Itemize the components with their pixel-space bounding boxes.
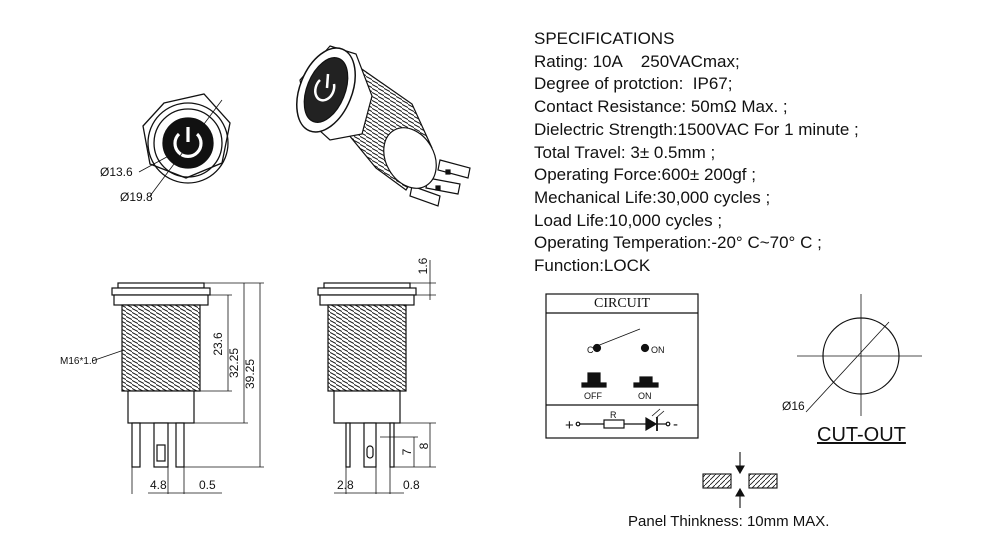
cutout-diameter: Ø16 <box>782 399 805 413</box>
nut-front <box>113 294 209 306</box>
leader-line-inner <box>138 151 177 173</box>
hex-nut-outline <box>142 93 231 179</box>
power-symbol-3d-icon <box>314 73 336 102</box>
thread-leader <box>91 349 125 362</box>
contact-c-dot <box>592 343 602 353</box>
spec-operating-temperature: Operating Temperation:-20° C~70° C ; <box>534 233 822 253</box>
body-base-front <box>127 390 195 424</box>
panel-thickness-note: Panel Thinkness: 10mm MAX. <box>628 513 830 530</box>
minus-terminal: - <box>673 416 678 433</box>
spec-mechanical-life: Mechanical Life:30,000 cycles ; <box>534 187 771 207</box>
pin-right-profile <box>389 422 395 468</box>
bezel-top <box>117 282 205 289</box>
dim-outer-diameter: Ø19.8 <box>120 190 153 204</box>
pin-left-front <box>131 422 141 468</box>
circuit-on-label: ON <box>651 345 665 355</box>
cutout-leader <box>805 321 890 413</box>
specifications-heading: SPECIFICATIONS <box>534 29 675 48</box>
isometric-view <box>296 45 471 207</box>
circuit-c-label: C <box>587 345 594 355</box>
dim-0-8: 0.8 <box>403 478 420 492</box>
side-view-profile <box>317 260 436 494</box>
button-3d <box>303 57 349 123</box>
on-caption: ON <box>638 391 652 401</box>
spec-function: Function:LOCK <box>534 256 651 276</box>
off-caption: OFF <box>584 391 602 401</box>
bezel-ring <box>153 108 223 178</box>
dim-32-25: 32.25 <box>227 348 241 378</box>
body-rear-end <box>383 127 437 189</box>
resistor-icon <box>603 419 625 429</box>
cutout-drawing <box>797 294 922 416</box>
panel-section <box>702 452 778 508</box>
dim-8: 8 <box>417 442 431 449</box>
dim-39-25: 39.25 <box>243 359 257 389</box>
thread-front <box>121 304 201 392</box>
bezel-outer <box>147 102 229 184</box>
plus-terminal: + <box>565 417 574 434</box>
pin-left-profile <box>345 422 351 468</box>
circuit-title: CIRCUIT <box>594 296 650 311</box>
spec-load-life: Load Life:10,000 cycles ; <box>534 210 723 230</box>
dim-1-6: 1.6 <box>416 257 430 274</box>
circuit-box <box>545 293 699 439</box>
spec-dielectric-strength: Dielectric Strength:1500VAC For 1 minute… <box>534 119 859 139</box>
side-view-front <box>91 282 264 494</box>
dim-7: 7 <box>400 448 414 455</box>
spec-protection: Degree of protction: IP67; <box>534 74 733 94</box>
switch-contact-line <box>596 328 641 347</box>
pin-mid-profile <box>363 422 377 468</box>
specifications-block: SPECIFICATIONS Rating: 10A 250VACmax; De… <box>534 28 859 278</box>
spec-total-travel: Total Travel: 3± 0.5mm ; <box>534 142 716 162</box>
button-on-icon <box>639 376 653 384</box>
thread-label: M16*1.0 <box>60 356 98 367</box>
contact-on-dot <box>640 343 650 353</box>
cutout-title: CUT-OUT <box>817 424 906 446</box>
resistor-label: R <box>610 410 617 420</box>
button-off-icon <box>587 372 601 384</box>
spec-contact-resistance: Contact Resistance: 50mΩ Max. ; <box>534 97 788 117</box>
led-diode-icon <box>645 416 658 432</box>
dim-23-6: 23.6 <box>211 332 225 356</box>
power-symbol-icon <box>173 127 203 158</box>
pin-right-front <box>175 422 185 468</box>
spec-rating: Rating: 10A 250VACmax; <box>534 51 740 71</box>
terminals-3d <box>409 159 471 207</box>
dim-0-5: 0.5 <box>199 478 216 492</box>
dim-inner-diameter: Ø13.6 <box>100 165 133 179</box>
dim-4-8: 4.8 <box>150 478 167 492</box>
button-face <box>162 117 214 169</box>
spec-operating-force: Operating Force:600± 200gf ; <box>534 165 756 185</box>
leader-line-outer <box>149 99 223 197</box>
dim-2-8: 2.8 <box>337 478 354 492</box>
bezel-flange <box>111 287 211 296</box>
top-view <box>138 93 231 197</box>
